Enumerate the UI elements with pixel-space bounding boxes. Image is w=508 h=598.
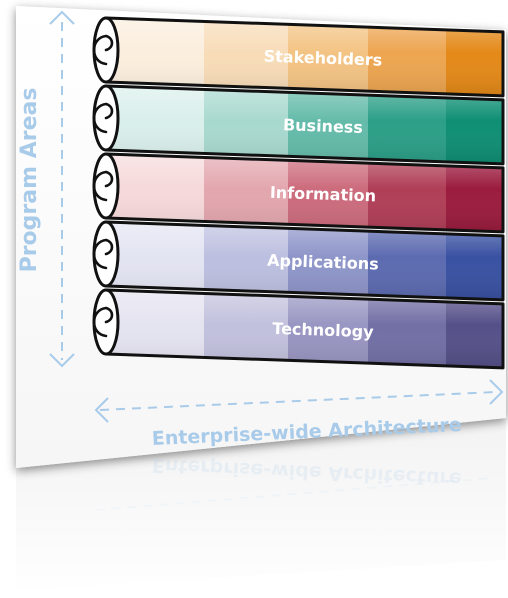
layer-label: Information [270, 183, 377, 206]
horizontal-axis-arrow [94, 379, 504, 423]
layer-label: Business [283, 115, 364, 137]
layer-shading [106, 154, 503, 232]
panel-reflection [0, 418, 508, 598]
layer-business: Business [92, 84, 505, 166]
y-axis-label: Program Areas [17, 88, 42, 273]
vertical-axis-arrow [49, 10, 75, 368]
layer-technology: Technology [92, 288, 505, 370]
layer-shading [106, 290, 503, 368]
layer-applications: Applications [92, 220, 505, 302]
layer-curl [92, 34, 114, 66]
layer-curl [92, 170, 114, 202]
layer-label: Applications [267, 251, 379, 274]
layer-information: Information [92, 152, 505, 234]
layer-stack: Technology Applications Information Busines… [92, 16, 505, 370]
layer-stakeholders: Stakeholders [92, 16, 505, 98]
layer-shading [106, 18, 503, 96]
layer-curl [92, 238, 114, 270]
layer-label: Technology [272, 319, 374, 342]
layer-shading [106, 222, 503, 300]
layer-label: Stakeholders [263, 47, 382, 70]
layer-curl [92, 306, 114, 338]
layer-curl [92, 102, 114, 134]
layer-shading [106, 86, 503, 164]
